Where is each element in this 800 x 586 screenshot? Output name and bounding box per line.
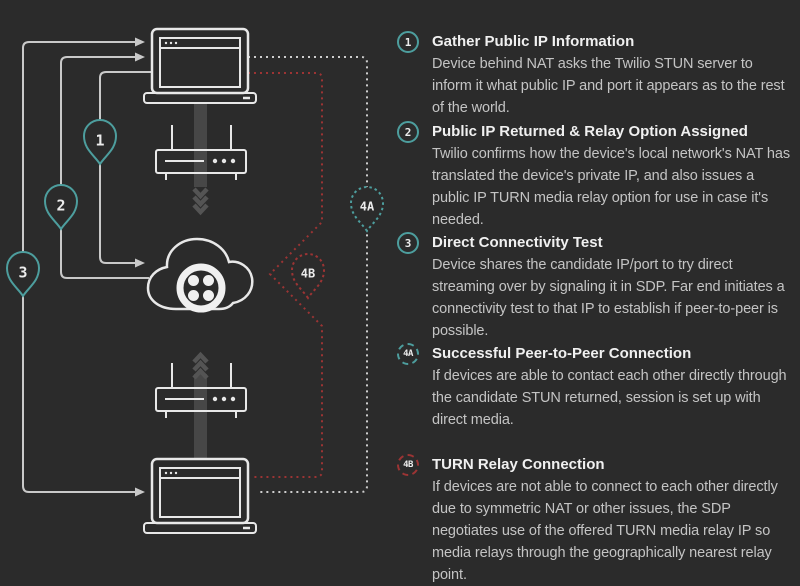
step-4b-title: TURN Relay Connection	[432, 456, 605, 473]
twilio-logo-icon	[176, 263, 226, 313]
step-3-title: Direct Connectivity Test	[432, 234, 603, 251]
step-4b-badge: 4B	[397, 454, 419, 476]
lan-band-bottom	[192, 351, 209, 459]
step-3-body: Device shares the candidate IP/port to t…	[432, 257, 785, 339]
flow-line-2-stun-response	[60, 52, 149, 279]
svg-text:4A: 4A	[360, 200, 375, 214]
router-b-icon	[155, 363, 247, 418]
flow-line-4b-turn-relay	[248, 72, 323, 478]
step-2-badge: 2	[397, 121, 419, 143]
pin-4b: 4B	[290, 253, 326, 300]
twilio-cloud-icon	[146, 237, 254, 313]
pin-2: 2	[43, 184, 79, 231]
svg-text:1: 1	[95, 132, 104, 150]
step-1-badge: 1	[397, 31, 419, 53]
flow-line-4a-peer-to-peer	[248, 56, 368, 493]
step-4a-body: If devices are able to contact each othe…	[432, 368, 787, 428]
step-3-badge: 3	[397, 232, 419, 254]
step-section-4a: 4A Successful Peer-to-Peer Connection If…	[397, 343, 792, 431]
step-section-2: 2 Public IP Returned & Relay Option Assi…	[397, 121, 792, 231]
step-4b-body: If devices are not able to connect to ea…	[432, 479, 778, 583]
lan-band-top	[192, 103, 209, 216]
step-2-body: Twilio confirms how the device's local n…	[432, 146, 791, 228]
network-flow-diagram: 1 2 3 4A 4B	[5, 27, 385, 534]
pin-1: 1	[82, 119, 118, 166]
step-section-3: 3 Direct Connectivity Test Device shares…	[397, 232, 792, 342]
svg-text:4B: 4B	[301, 267, 315, 281]
step-section-1: 1 Gather Public IP Information Device be…	[397, 31, 792, 119]
step-4a-title: Successful Peer-to-Peer Connection	[432, 345, 692, 362]
step-1-body: Device behind NAT asks the Twilio STUN s…	[432, 56, 785, 116]
step-2-title: Public IP Returned & Relay Option Assign…	[432, 123, 748, 140]
step-1-title: Gather Public IP Information	[432, 33, 635, 50]
pin-3: 3	[5, 251, 41, 298]
svg-text:3: 3	[18, 264, 27, 282]
step-section-4b: 4B TURN Relay Connection If devices are …	[397, 454, 792, 586]
router-a-icon	[155, 125, 247, 180]
svg-text:2: 2	[56, 197, 65, 215]
laptop-a-icon	[143, 27, 257, 104]
laptop-b-icon	[143, 457, 257, 534]
step-4a-badge: 4A	[397, 343, 419, 365]
pin-4a: 4A	[349, 186, 385, 233]
flow-line-1-stun-request	[99, 71, 152, 268]
flow-line-3-connectivity-test	[22, 37, 145, 497]
